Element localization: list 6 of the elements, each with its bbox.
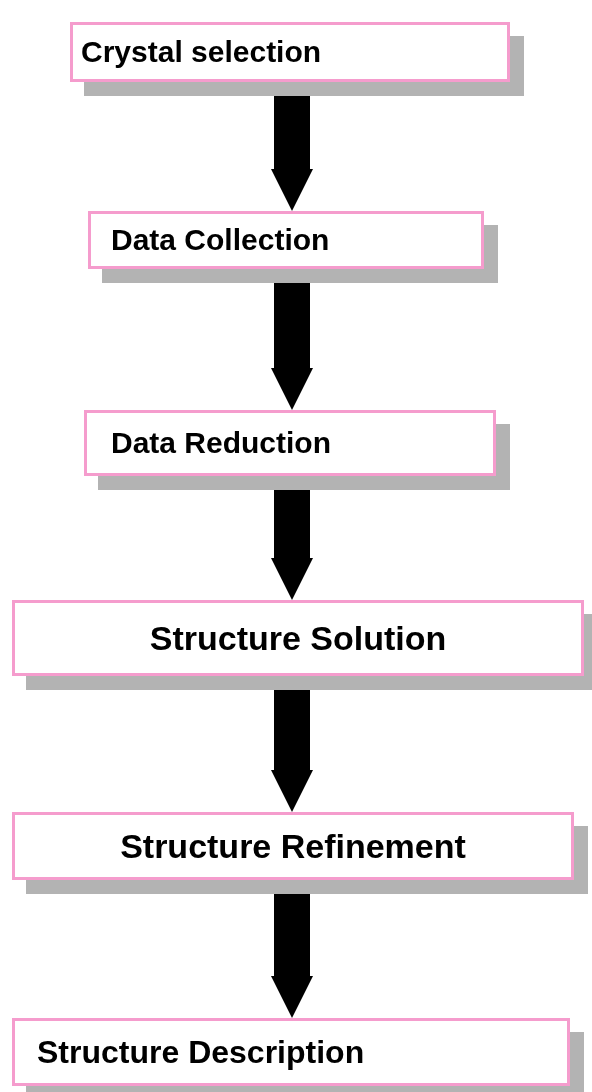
step-label: Structure Refinement [120,826,466,866]
step-label: Crystal selection [81,35,322,69]
step-label: Structure Solution [149,618,447,658]
step-label: Data Collection [111,223,330,257]
step-label: Structure Description [37,1033,365,1071]
step-label: Data Reduction [111,426,332,460]
